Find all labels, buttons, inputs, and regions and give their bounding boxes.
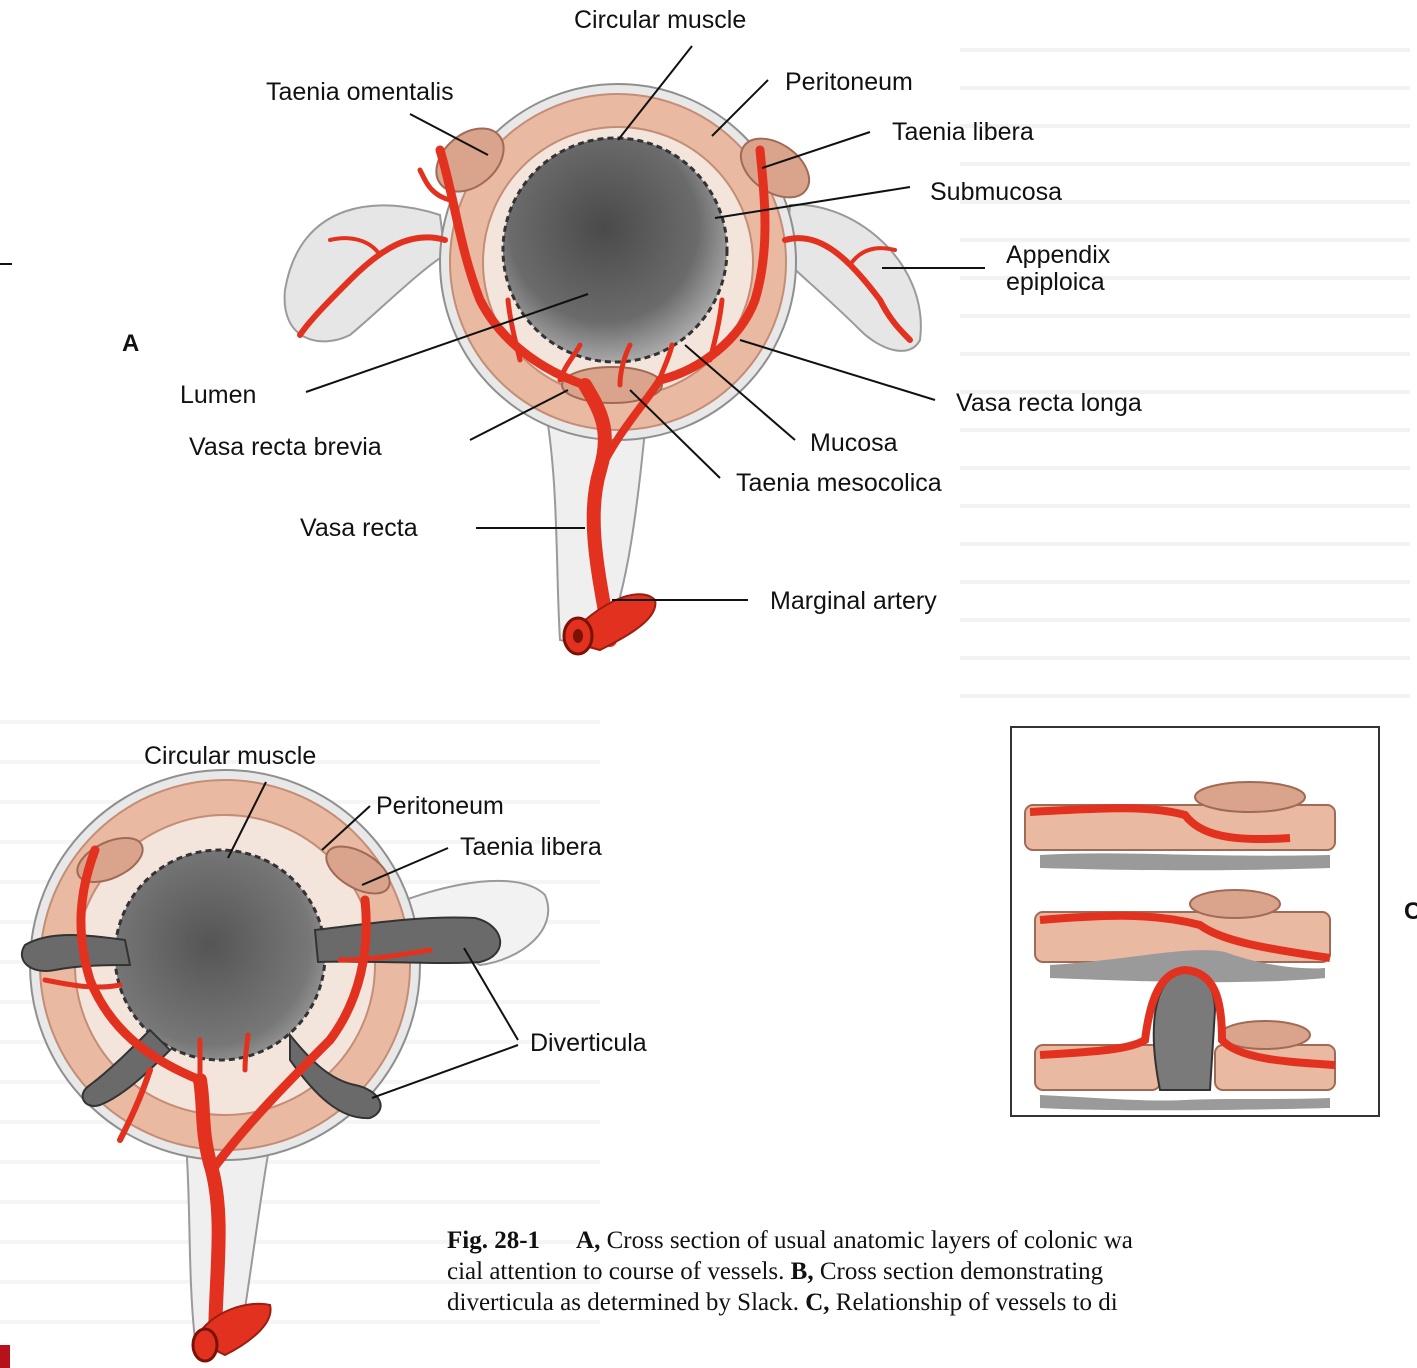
label-b-peritoneum: Peritoneum [376, 794, 504, 819]
figure-caption: Fig. 28-1 A, Cross section of usual anato… [447, 1225, 1417, 1318]
panel-c-drawing [1011, 727, 1379, 1116]
panel-a-drawing [285, 46, 985, 654]
label-peritoneum: Peritoneum [785, 70, 913, 95]
panel-c-letter: C [1404, 900, 1417, 924]
lumen-b [115, 850, 325, 1060]
label-epiploica: epiploica [1006, 270, 1105, 295]
caption-line-3: diverticula as determined by Slack. C, R… [447, 1287, 1417, 1318]
label-submucosa: Submucosa [930, 180, 1062, 205]
label-vasa-recta: Vasa recta [300, 516, 418, 541]
label-taenia-omentalis: Taenia omentalis [266, 80, 454, 105]
panel-a-letter: A [122, 332, 139, 356]
diverticulum-left [22, 935, 130, 971]
label-vasa-recta-brevia: Vasa recta brevia [189, 435, 382, 460]
caption-line-2: cial attention to course of vessels. B, … [447, 1256, 1417, 1287]
caption-a-marker: A, [576, 1227, 600, 1254]
caption-a-text: Cross section of usual anatomic layers o… [600, 1227, 1133, 1254]
label-taenia-libera: Taenia libera [892, 120, 1034, 145]
label-b-circular-muscle: Circular muscle [144, 744, 316, 769]
caption-line-3a: diverticula as determined by Slack. [447, 1289, 805, 1316]
lumen [503, 138, 727, 362]
label-lumen: Lumen [180, 383, 256, 408]
caption-c-marker: C, [805, 1289, 829, 1316]
label-b-taenia-libera: Taenia libera [460, 835, 602, 860]
label-b-diverticula: Diverticula [530, 1031, 647, 1056]
label-appendix: Appendix [1006, 243, 1110, 268]
caption-line-1: Fig. 28-1 A, Cross section of usual anato… [447, 1225, 1417, 1256]
label-marginal-artery: Marginal artery [770, 589, 937, 614]
label-circular-muscle: Circular muscle [574, 8, 746, 33]
label-vasa-recta-longa: Vasa recta longa [956, 391, 1142, 416]
caption-line-2b: Cross section demonstrating [814, 1258, 1104, 1285]
caption-line-3b: Relationship of vessels to di [830, 1289, 1118, 1316]
edge-marker-red [0, 1345, 10, 1368]
caption-line-2a: cial attention to course of vessels. [447, 1258, 791, 1285]
label-taenia-mesocolica: Taenia mesocolica [736, 471, 942, 496]
label-mucosa: Mucosa [810, 431, 898, 456]
caption-b-marker: B, [791, 1258, 814, 1285]
caption-fig-number: Fig. 28-1 [447, 1227, 540, 1254]
